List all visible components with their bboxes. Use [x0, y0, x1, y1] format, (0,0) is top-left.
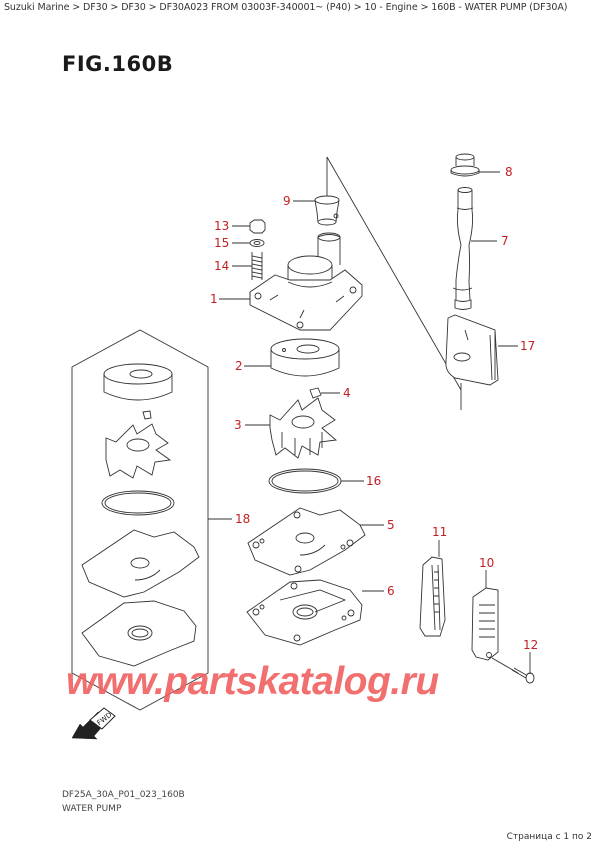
callout-14[interactable]: 14	[214, 259, 230, 273]
key-part-4	[309, 387, 322, 399]
water-tube-part-7	[452, 187, 474, 310]
washer-part-15	[249, 239, 265, 247]
repair-kit-outline-part-18	[71, 329, 209, 711]
callout-5[interactable]: 5	[387, 518, 395, 532]
watermark: www.partskatalog.ru	[66, 660, 439, 703]
screen-part-10	[471, 587, 499, 661]
screw-part-12	[491, 657, 535, 684]
callout-2[interactable]: 2	[235, 359, 243, 373]
callout-12[interactable]: 12	[523, 638, 539, 652]
stud-bolt-part-14	[251, 252, 263, 280]
callout-8[interactable]: 8	[505, 165, 513, 179]
callout-15[interactable]: 15	[214, 236, 230, 250]
gasket-part-5	[247, 507, 366, 576]
callout-4[interactable]: 4	[343, 386, 351, 400]
screen-holder-part-11	[419, 556, 446, 637]
figure-name: WATER PUMP	[62, 804, 122, 814]
grommet-part-8	[450, 153, 480, 177]
o-ring-part-16	[268, 468, 342, 494]
callout-7[interactable]: 7	[501, 234, 509, 248]
fwd-arrow-icon: FWD	[71, 707, 116, 740]
callout-16[interactable]: 16	[366, 474, 382, 488]
callout-9[interactable]: 9	[283, 194, 291, 208]
assembly-guide-line	[326, 156, 462, 391]
impeller-part-3	[269, 397, 338, 459]
gasket-plate-part-6	[246, 579, 363, 646]
pagination: Страница с 1 по 2	[506, 832, 592, 842]
pump-case-part-1	[249, 232, 363, 331]
callout-17[interactable]: 17	[520, 339, 536, 353]
callout-6[interactable]: 6	[387, 584, 395, 598]
callout-10[interactable]: 10	[479, 556, 495, 570]
callout-11[interactable]: 11	[432, 525, 448, 539]
callout-3[interactable]: 3	[234, 418, 242, 432]
nut-part-13	[249, 219, 266, 234]
figure-title: FIG.160B	[62, 52, 174, 76]
tube-guide-part-17	[445, 314, 499, 386]
impeller-case-part-2	[270, 338, 340, 377]
callout-13[interactable]: 13	[214, 219, 230, 233]
callout-18[interactable]: 18	[235, 512, 251, 526]
callout-1[interactable]: 1	[210, 292, 218, 306]
tube-seal-part-9	[314, 195, 340, 226]
figure-code: DF25A_30A_P01_023_160B	[62, 790, 185, 800]
breadcrumb[interactable]: Suzuki Marine > DF30 > DF30 > DF30A023 F…	[4, 2, 568, 13]
